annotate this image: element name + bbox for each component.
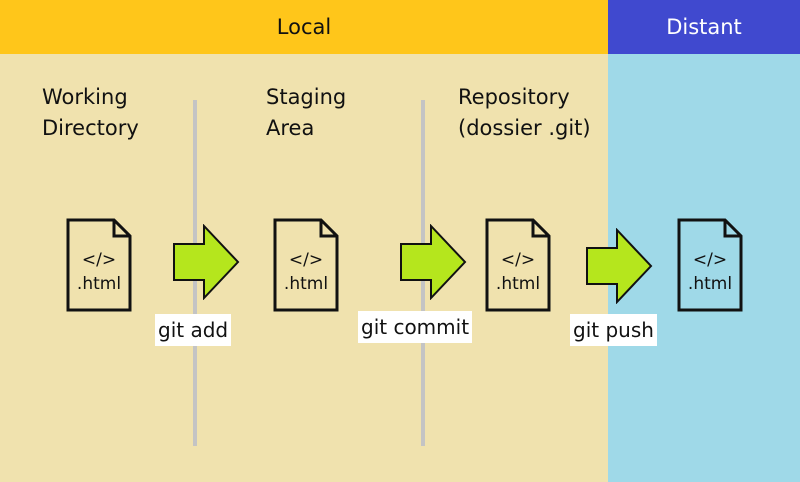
arrow-right-icon [399,223,467,301]
file-label: </> .html [283,250,329,294]
repository-title: Repository (dossier .git) [458,85,591,140]
remote-header: Distant [608,0,800,54]
git-commit-label: git commit [358,311,473,343]
working-directory-title: Working Directory [42,85,139,140]
file-icon-remote: </> .html [677,218,743,312]
git-add-label: git add [155,314,232,346]
remote-zone [608,0,800,482]
git-push-label: git push [570,314,657,346]
file-icon-staging: </> .html [273,218,339,312]
file-label: </> .html [687,250,733,294]
staging-area-title: Staging Area [266,85,347,140]
local-header: Local [0,0,608,54]
file-icon-working: </> .html [66,218,132,312]
arrow-right-icon [172,223,240,301]
local-zone [0,0,608,482]
file-label: </> .html [76,250,122,294]
arrow-right-icon [585,227,653,305]
file-icon-repository: </> .html [485,218,551,312]
file-label: </> .html [495,250,541,294]
